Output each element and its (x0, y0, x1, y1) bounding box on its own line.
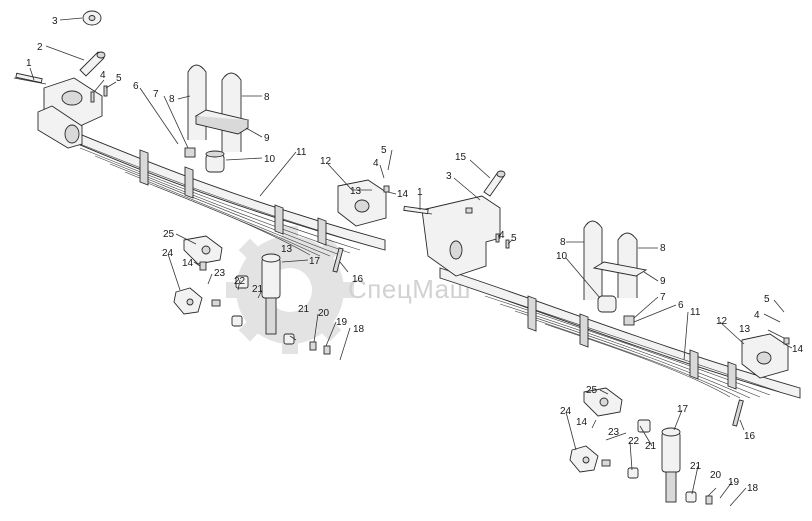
right-sleeve-part15 (483, 170, 506, 197)
callout-20: 20 (710, 470, 722, 481)
callout-13: 13 (350, 186, 362, 197)
callout-8: 8 (264, 92, 270, 103)
left-washer-part3 (82, 10, 102, 26)
callout-19: 19 (336, 317, 348, 328)
callout-25: 25 (163, 229, 175, 240)
callout-1: 1 (26, 58, 32, 69)
callout-15: 15 (455, 152, 467, 163)
right-rear-hanger (741, 333, 790, 379)
callout-9: 9 (660, 276, 666, 287)
callout-25: 25 (586, 385, 598, 396)
callout-11: 11 (296, 147, 307, 158)
callout-24: 24 (560, 406, 572, 417)
watermark: СпецМаш (226, 226, 470, 354)
callout-4: 4 (373, 158, 379, 169)
callout-20: 20 (318, 308, 330, 319)
callout-8: 8 (169, 94, 175, 105)
left-front-bracket (37, 77, 103, 149)
callout-4: 4 (499, 230, 505, 241)
callout-5: 5 (511, 233, 517, 244)
left-rear-hanger (337, 179, 390, 227)
left-sleeve-part2 (79, 51, 106, 77)
callout-6: 6 (133, 81, 139, 92)
callout-4: 4 (100, 70, 106, 81)
callout-14: 14 (792, 344, 804, 355)
callout-17: 17 (309, 256, 321, 267)
callout-14: 14 (182, 258, 194, 269)
callout-21: 21 (252, 284, 264, 295)
callout-18: 18 (747, 483, 759, 494)
right-spring-assembly (403, 170, 801, 505)
callout-8: 8 (560, 237, 566, 248)
callout-18: 18 (353, 324, 365, 335)
callout-8: 8 (660, 243, 666, 254)
callout-7: 7 (153, 89, 159, 100)
callout-10: 10 (556, 251, 568, 262)
callout-23: 23 (608, 427, 620, 438)
callout-1: 1 (417, 187, 423, 198)
right-shock-lower-bracket (569, 445, 599, 473)
callout-24: 24 (162, 248, 174, 259)
callout-21: 21 (298, 304, 310, 315)
callout-5: 5 (381, 145, 387, 156)
callout-12: 12 (320, 156, 332, 167)
callout-21: 21 (690, 461, 702, 472)
left-shock-absorber (261, 253, 281, 335)
callouts-left: 1 2 3 4 5 6 7 8 8 9 10 11 12 13 4 5 14 1… (26, 16, 409, 335)
callout-22: 22 (628, 436, 640, 447)
left-spring-assembly (13, 10, 390, 355)
left-leaf-spring (39, 117, 386, 257)
callout-12: 12 (716, 316, 728, 327)
callout-3: 3 (52, 16, 58, 27)
callout-14: 14 (576, 417, 588, 428)
callouts-right: 15 3 1 4 5 8 8 10 9 7 6 11 12 5 4 13 14 … (417, 152, 804, 494)
callout-16: 16 (352, 274, 364, 285)
callout-5: 5 (116, 73, 122, 84)
callout-23: 23 (214, 268, 226, 279)
callout-10: 10 (264, 154, 276, 165)
callout-11: 11 (690, 307, 701, 318)
callout-22: 22 (234, 276, 246, 287)
callout-16: 16 (744, 431, 756, 442)
left-shock-lower-bracket (173, 287, 203, 315)
callout-21: 21 (645, 441, 657, 452)
callout-9: 9 (264, 133, 270, 144)
callout-2: 2 (37, 42, 43, 53)
callout-17: 17 (677, 404, 689, 415)
left-u-bolts (187, 64, 242, 152)
callout-7: 7 (660, 292, 666, 303)
callout-13: 13 (739, 324, 751, 335)
right-shock-upper-bracket (583, 387, 623, 417)
right-front-bracket (421, 195, 501, 277)
callout-19: 19 (728, 477, 740, 488)
leader-lines (29, 17, 793, 507)
callout-5: 5 (764, 294, 770, 305)
callout-13: 13 (281, 244, 293, 255)
right-shock-absorber (661, 427, 681, 503)
callout-3: 3 (446, 171, 452, 182)
callout-14: 14 (397, 189, 409, 200)
right-u-bolts (583, 220, 638, 300)
callout-4: 4 (754, 310, 760, 321)
right-leaf-spring (439, 267, 801, 399)
callout-6: 6 (678, 300, 684, 311)
